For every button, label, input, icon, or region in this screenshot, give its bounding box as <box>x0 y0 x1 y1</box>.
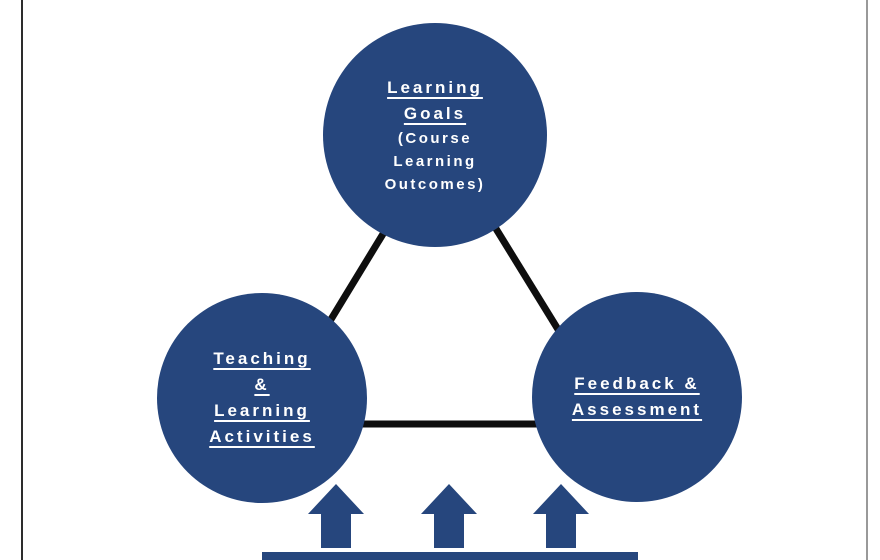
node-title-line: Learning <box>214 401 310 420</box>
node-learning-goals-label: Learning Goals (Course Learning Outcomes… <box>385 75 486 196</box>
node-title-line: Feedback & <box>574 374 700 393</box>
node-subtitle-line: Outcomes) <box>384 175 486 193</box>
node-title-line: Goals <box>403 103 467 123</box>
node-title-line: Teaching <box>213 349 311 368</box>
up-arrow-icon <box>308 484 364 548</box>
up-arrow-icon <box>533 484 589 548</box>
node-title-line: Learning <box>387 77 483 97</box>
foundation-bar <box>262 552 638 560</box>
right-border-line <box>866 0 868 560</box>
connector-goals-feedback <box>479 204 570 346</box>
node-title-line: Assessment <box>571 400 703 419</box>
node-title-line: & <box>254 375 270 394</box>
node-learning-goals: Learning Goals (Course Learning Outcomes… <box>323 23 547 247</box>
node-feedback-assessment-label: Feedback & Assessment <box>572 371 702 423</box>
node-feedback-assessment: Feedback & Assessment <box>532 292 742 502</box>
node-teaching-learning-activities-label: Teaching & Learning Activities <box>209 346 315 450</box>
node-subtitle-line: (Course <box>397 129 473 147</box>
up-arrow-icon <box>421 484 477 548</box>
node-subtitle-line: Learning <box>393 152 477 170</box>
left-border-line <box>21 0 23 560</box>
node-teaching-learning-activities: Teaching & Learning Activities <box>157 293 367 503</box>
node-title-line: Activities <box>209 427 315 446</box>
